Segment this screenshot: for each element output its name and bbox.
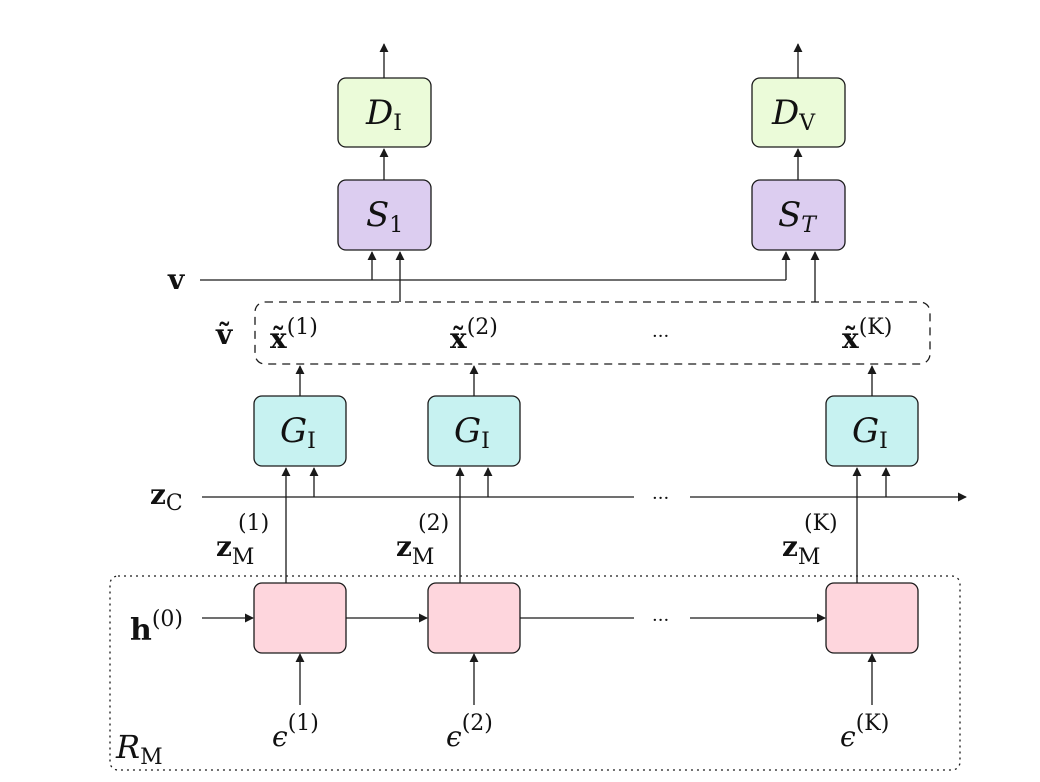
motion-code-2-sup: (2) (418, 511, 449, 536)
svg-text:ST: ST (778, 195, 818, 238)
svg-text:DI: DI (365, 93, 402, 136)
noise-2-sup: (2) (462, 711, 493, 736)
initial-hidden-state-main: h (130, 613, 152, 648)
discriminator-image-sub: I (393, 111, 402, 136)
motion-code-2-main: z (396, 530, 412, 563)
motion-code-k-main: z (782, 530, 798, 563)
initial-hidden-state-sup: (0) (152, 607, 183, 632)
generator-k-box: GI (825, 395, 919, 467)
generator-2-box: GI (427, 395, 521, 467)
recurrent-network-container (109, 575, 961, 771)
noise-1-main: ϵ (272, 720, 288, 753)
initial-hidden-state-label: h(0) (130, 607, 183, 648)
rnn-cell-2 (427, 582, 521, 654)
frame-2-main: x̃ (450, 322, 467, 355)
noise-1-sup: (1) (288, 711, 319, 736)
noise-2-main: ϵ (446, 720, 462, 753)
discriminator-image-label: D (365, 93, 393, 133)
sampler-t-label: S (778, 195, 801, 235)
frame-k-label: x̃(K) (842, 315, 892, 355)
connections (200, 43, 967, 705)
frame-1-main: x̃ (270, 322, 287, 355)
motion-code-1-main: z (216, 530, 232, 563)
generator-2-sub: I (481, 429, 490, 454)
sampler-1-label: S (366, 195, 389, 235)
motion-code-k-label: zM (782, 530, 820, 570)
noise-k-sup: (K) (856, 711, 890, 736)
generator-1-sub: I (307, 429, 316, 454)
sampler-t-box: ST (751, 179, 846, 251)
frames-ellipsis: ··· (652, 326, 669, 347)
discriminator-image-box: DI (337, 77, 432, 148)
generator-1-box: GI (253, 395, 347, 467)
discriminator-video-sub: V (798, 111, 816, 136)
generated-video-label: ṽ (215, 318, 233, 351)
recurrent-network-sub: M (140, 745, 163, 770)
noise-1-label: ϵ(1) (272, 711, 319, 753)
motion-code-k-sub: M (798, 545, 821, 570)
generator-k-label: G (852, 411, 879, 451)
motion-code-k-sup: (K) (804, 511, 838, 536)
frame-2-label: x̃(2) (450, 315, 498, 355)
generator-k-sub: I (879, 429, 888, 454)
motion-code-2-label: zM (396, 530, 434, 570)
svg-text:GI: GI (454, 411, 490, 454)
svg-text:S1: S1 (366, 195, 403, 238)
motion-code-2-sub: M (412, 545, 435, 570)
real-video-label: v (167, 263, 185, 296)
sampler-1-sub: 1 (389, 213, 403, 238)
frame-1-sup: (1) (287, 315, 318, 340)
content-code-main: z (150, 478, 166, 511)
rnn-ellipsis: ··· (652, 610, 669, 631)
generator-2-label: G (454, 411, 481, 451)
rnn-cell-1 (253, 582, 347, 654)
content-code-label: zC (150, 478, 183, 516)
discriminator-video-label: D (771, 93, 799, 133)
frame-1-label: x̃(1) (270, 315, 318, 355)
noise-2-label: ϵ(2) (446, 711, 493, 753)
svg-text:GI: GI (852, 411, 888, 454)
noise-k-label: ϵ(K) (840, 711, 889, 753)
motion-code-1-label: zM (216, 530, 254, 570)
generator-1-label: G (280, 411, 307, 451)
frame-k-main: x̃ (842, 322, 859, 355)
discriminator-video-box: DV (751, 77, 846, 148)
motion-code-1-sup: (1) (238, 511, 269, 536)
noise-k-main: ϵ (840, 720, 856, 753)
sampler-t-sub: T (801, 213, 818, 238)
recurrent-network-main: R (115, 728, 140, 766)
sampler-1-box: S1 (337, 179, 432, 251)
svg-text:GI: GI (280, 411, 316, 454)
frame-k-sup: (K) (859, 315, 893, 340)
recurrent-network-label: RM (115, 728, 163, 770)
motion-code-1-sub: M (232, 545, 255, 570)
content-code-sub: C (166, 491, 183, 516)
video-frames-container (254, 301, 931, 365)
rnn-cell-k (825, 582, 919, 654)
svg-text:DV: DV (771, 93, 816, 136)
frame-2-sup: (2) (467, 315, 498, 340)
content-code-ellipsis: ··· (652, 488, 669, 509)
